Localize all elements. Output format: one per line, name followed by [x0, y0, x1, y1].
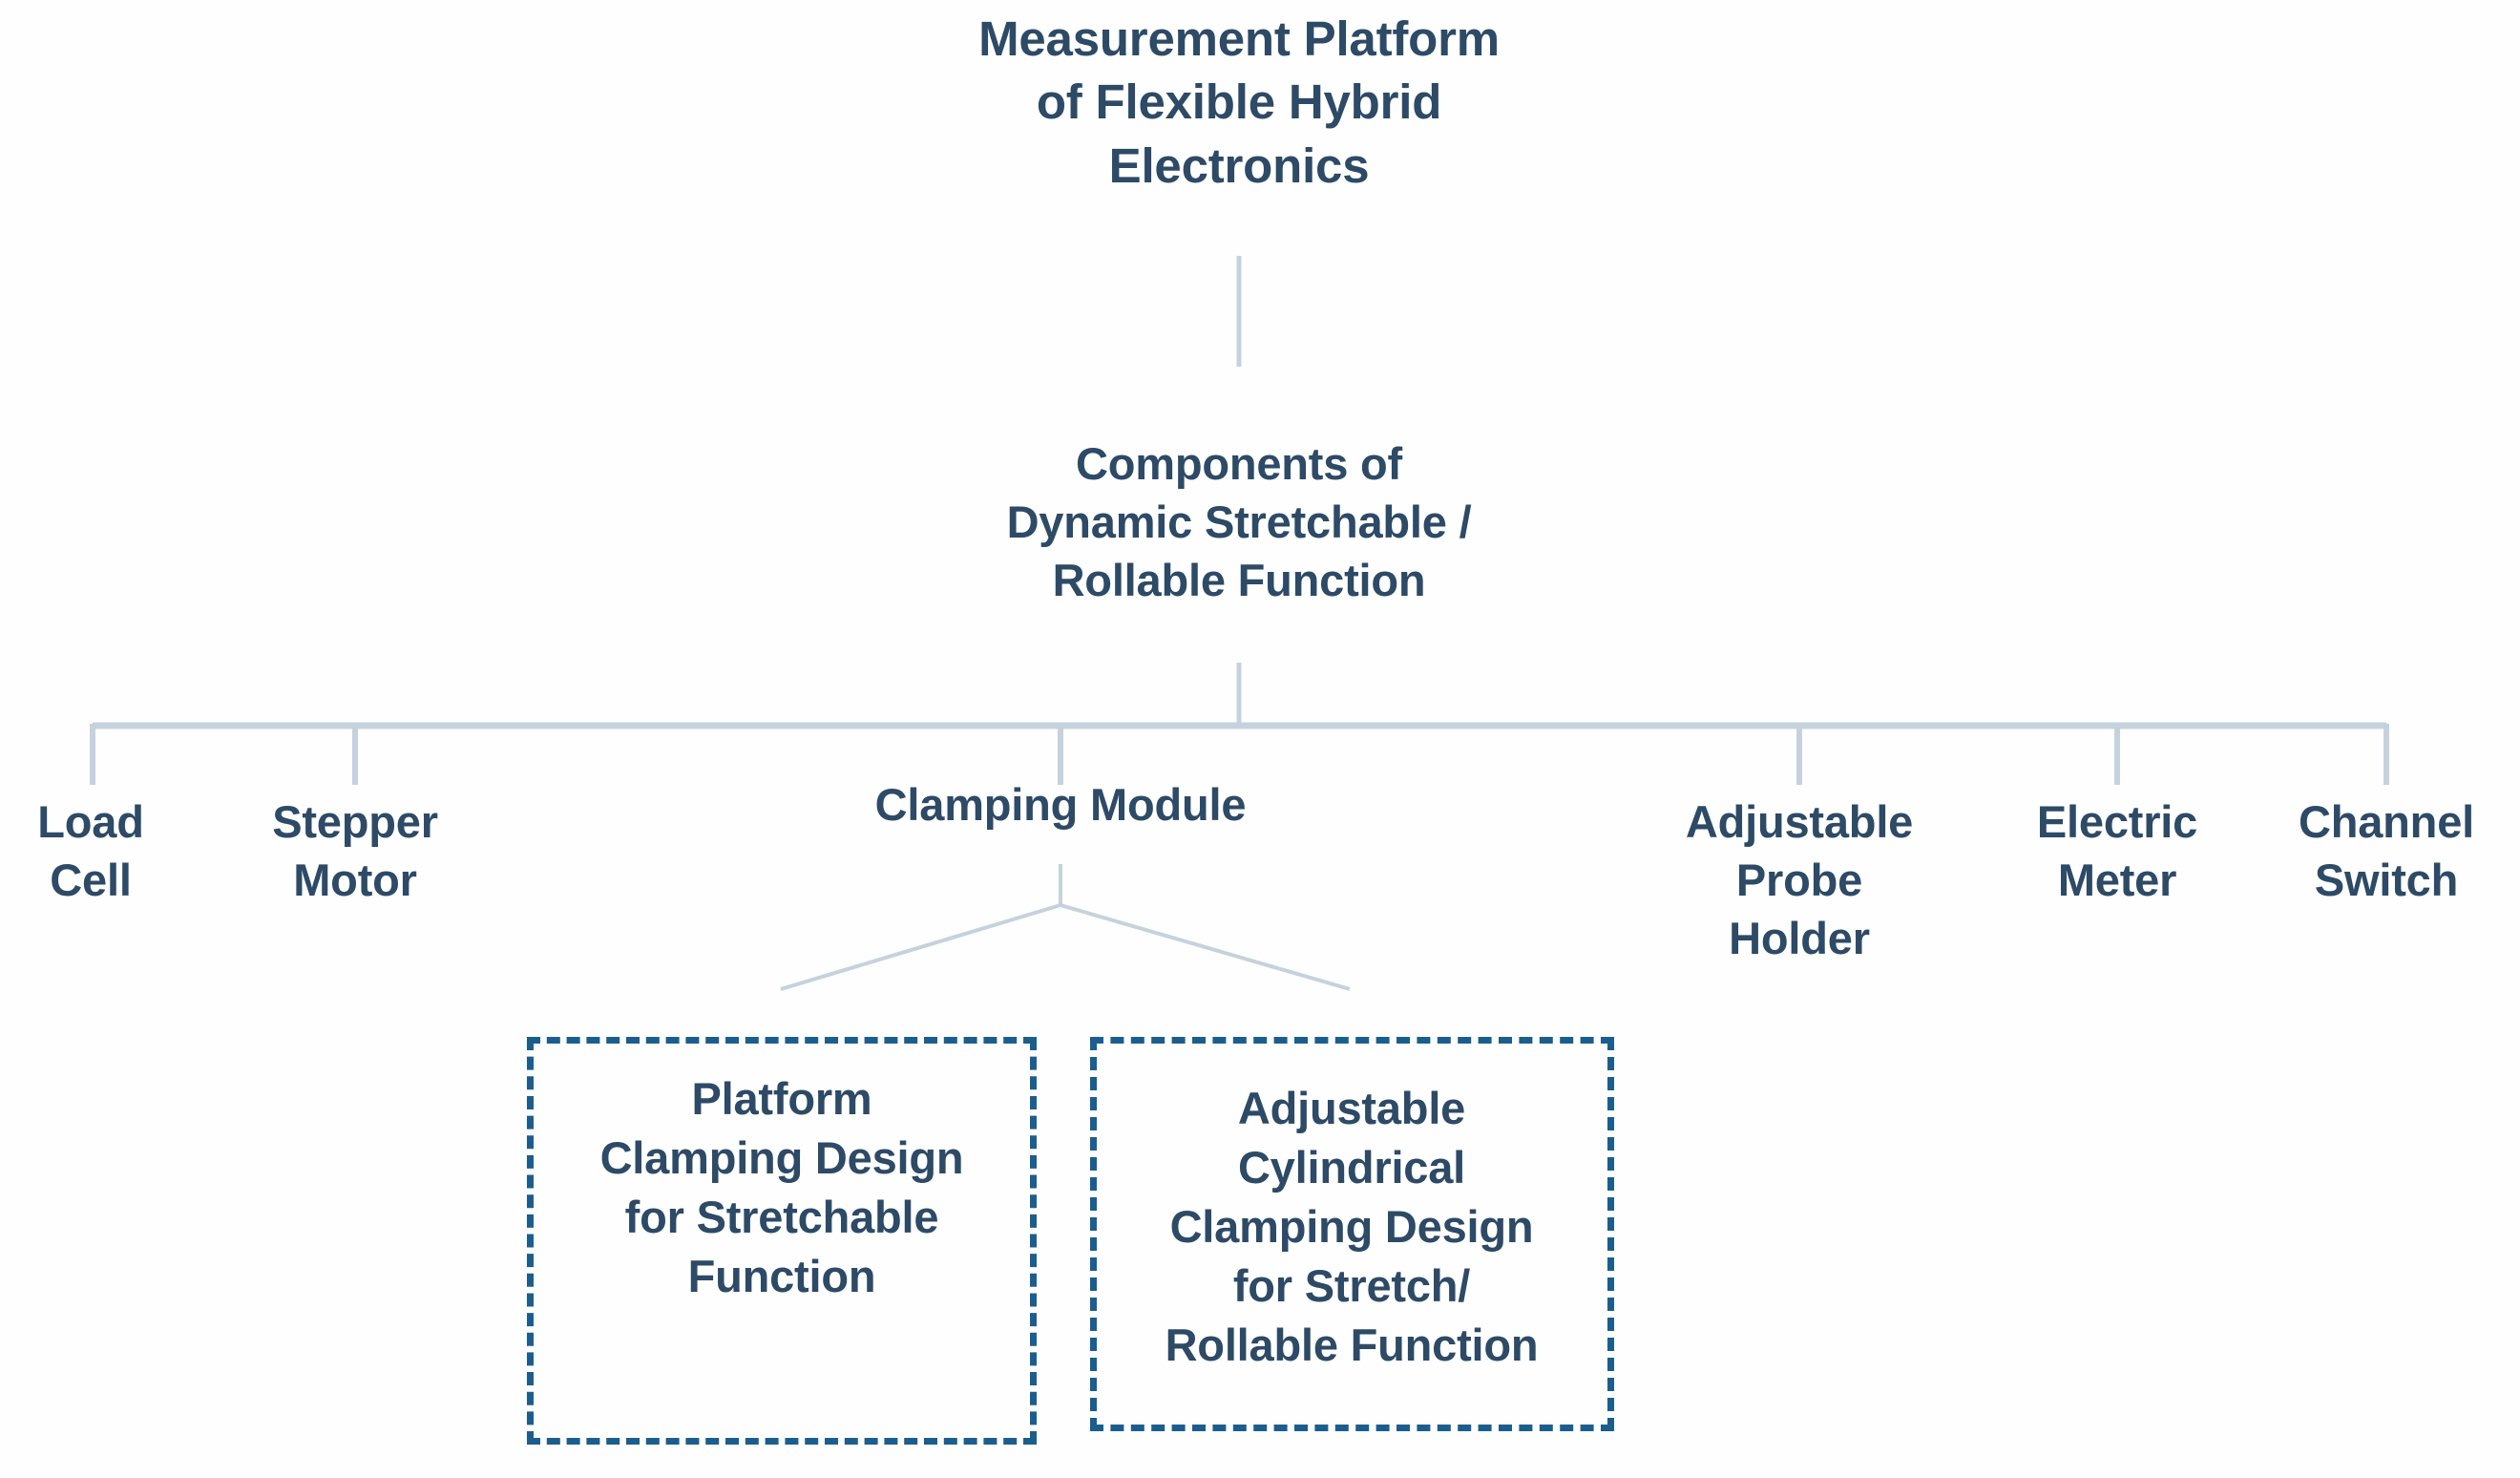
- node-platform-clamping-design: Platform Clamping Design for Stretchable…: [599, 1073, 964, 1302]
- edge-clamping-to-cylindrical-box: [1060, 903, 1351, 991]
- node-components-dynamic-function: Components of Dynamic Stretchable / Roll…: [1006, 438, 1472, 606]
- node-adjustable-cylindrical-clamping-design: Adjustable Cylindrical Clamping Design f…: [1165, 1083, 1539, 1371]
- node-adjustable-probe-holder: Adjustable Probe Holder: [1685, 796, 1914, 964]
- node-stepper-motor: Stepper Motor: [272, 796, 438, 906]
- node-electric-meter: Electric Meter: [2036, 796, 2198, 906]
- node-channel-switch: Channel Switch: [2298, 796, 2474, 906]
- node-load-cell: Load Cell: [37, 796, 144, 906]
- node-root: Measurement Platform of Flexible Hybrid …: [978, 11, 1500, 193]
- dashed-box-platform-clamping: [527, 1037, 1037, 1445]
- edge-clamping-to-platform-box: [780, 903, 1061, 991]
- node-clamping-module: Clamping Module: [874, 779, 1247, 830]
- dashed-box-cylindrical-clamping: [1090, 1037, 1614, 1431]
